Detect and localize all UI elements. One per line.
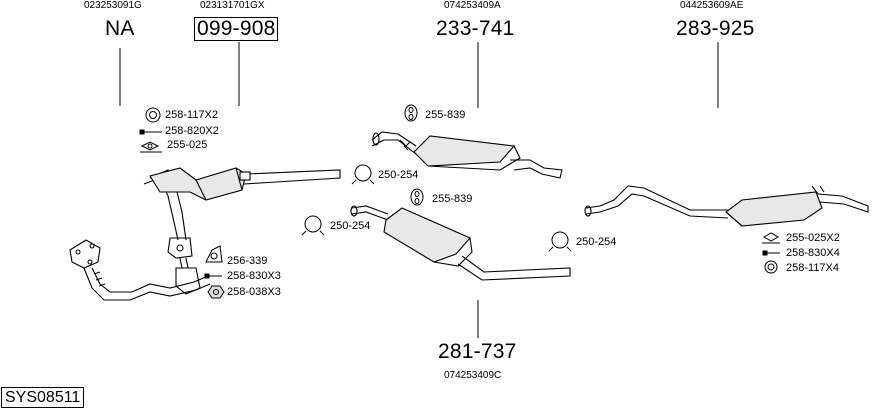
part-label: 258-830X3 (227, 270, 281, 282)
part-number-front-silencer: 233-741 (436, 17, 515, 40)
bolt-icon (139, 129, 162, 135)
part-number-rear-silencer: 283-925 (676, 17, 755, 40)
part-number-centre-silencer: 281-737 (438, 340, 517, 363)
bolt-icon (204, 273, 222, 279)
part-number-na: NA (105, 17, 135, 40)
part-label: 250-254 (378, 169, 419, 181)
gasket-icon (762, 232, 780, 244)
part-label: 250-254 (576, 236, 617, 248)
oem-number-front-silencer: 074253409A (444, 0, 501, 11)
part-label: 250-254 (330, 220, 371, 232)
pipe-clamp-icon (351, 164, 375, 185)
part-label: 258-117X4 (786, 262, 840, 274)
oem-number-rear-silencer: 044253609AE (680, 0, 744, 11)
front-silencer (371, 131, 563, 179)
rubber-hanger-icon (404, 104, 418, 122)
part-label: 255-025 (167, 139, 208, 151)
part-label: 258-830X4 (786, 247, 840, 259)
part-number-catalyst: 099-908 (194, 17, 279, 41)
ring-clamp-icon (145, 107, 161, 123)
flange-gasket-icon (205, 245, 223, 263)
rear-silencer (584, 185, 869, 227)
part-label: 255-025X2 (786, 232, 840, 244)
bolt-icon (762, 250, 780, 256)
part-label: 258-117X2 (165, 109, 219, 121)
oem-number-centre-silencer: 074253409C (444, 370, 502, 381)
part-label: 258-820X2 (165, 125, 219, 137)
pipe-clamp-icon (548, 231, 572, 252)
nut-icon (207, 285, 225, 299)
oem-number-catalyst: 023131701GX (200, 0, 265, 11)
ring-clamp-icon (764, 260, 778, 274)
gasket-icon (140, 141, 162, 153)
rubber-hanger-icon (410, 188, 424, 206)
catalytic-converter (149, 167, 341, 201)
part-label: 256-339 (227, 255, 268, 267)
pipe-clamp-icon (301, 215, 325, 236)
oem-number-na: 023253091G (84, 0, 142, 11)
part-label: 255-839 (425, 109, 466, 121)
part-label: 255-839 (432, 193, 473, 205)
part-label: 258-038X3 (227, 286, 281, 298)
system-code: SYS08511 (1, 387, 85, 408)
centre-silencer (350, 205, 571, 281)
